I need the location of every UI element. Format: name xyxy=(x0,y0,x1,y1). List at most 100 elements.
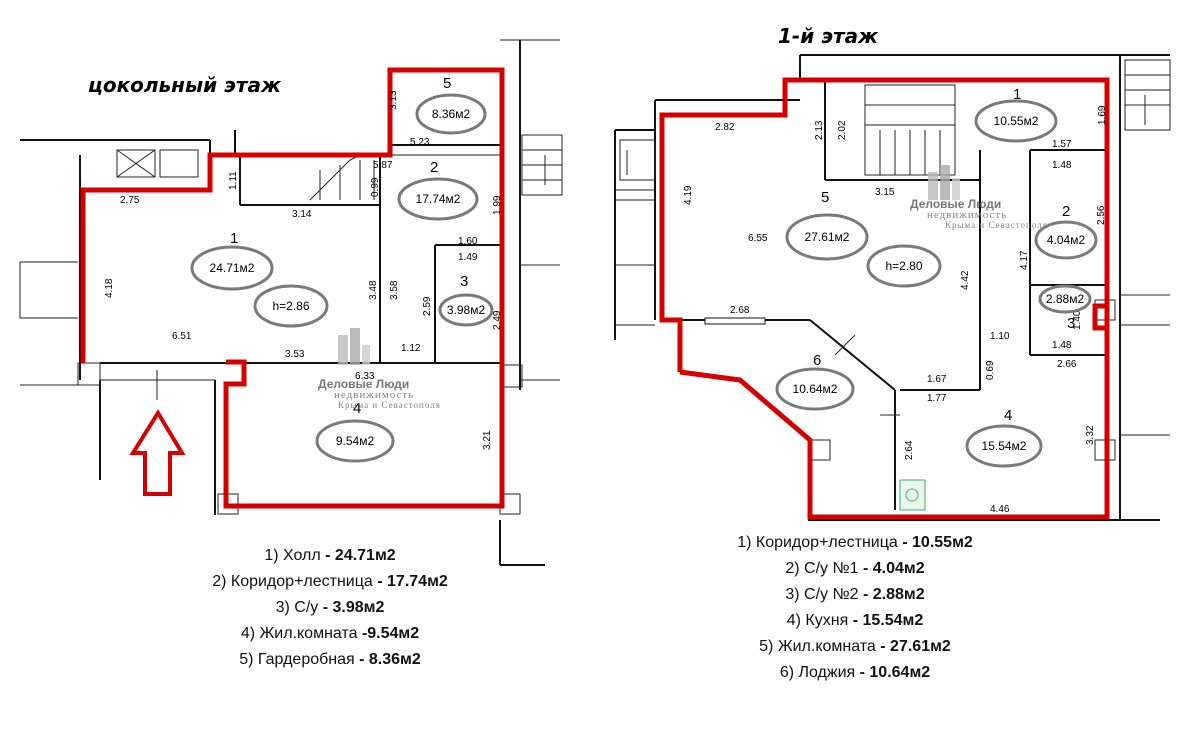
dim-label: 2.68 xyxy=(730,305,750,316)
right-room-2: 2 4.04м2 xyxy=(1034,203,1098,260)
svg-text:Деловые Люди: Деловые Люди xyxy=(318,377,409,391)
dim-label: 2.13 xyxy=(814,120,825,140)
right-plan-interior-walls xyxy=(665,80,1105,511)
dim-label: 2.64 xyxy=(904,440,915,460)
svg-text:Крыма и Севастополя: Крыма и Севастополя xyxy=(338,400,441,410)
legend-row: 1) Холл - 24.71м2 xyxy=(264,547,396,564)
room-area: 15.54м2 xyxy=(982,439,1027,453)
right-room-5: 5 27.61м2 h=2.80 xyxy=(785,189,942,288)
right-plan-context-walls xyxy=(614,54,1171,521)
left-room-4: 4 9.54м2 xyxy=(315,400,395,463)
room-area: 2.88м2 xyxy=(1046,292,1085,306)
dim-label: 3.21 xyxy=(482,430,493,450)
dim-label: 4.17 xyxy=(1019,250,1030,270)
dim-label: 1.10 xyxy=(990,331,1010,342)
room-area: 4.04м2 xyxy=(1047,233,1086,247)
left-plan-red-outline xyxy=(80,67,505,509)
dim-label: 4.19 xyxy=(683,185,694,205)
dim-label: 3.32 xyxy=(1085,425,1096,445)
dim-label: 0.69 xyxy=(985,360,996,380)
room-number: 1 xyxy=(230,230,238,247)
dim-label: 1.60 xyxy=(458,236,478,247)
left-room-1: 1 24.71м2 h=2.86 xyxy=(190,230,329,328)
right-room-3: 2.88м2 3 xyxy=(1038,284,1092,332)
dim-label: 1.48 xyxy=(1052,340,1072,351)
room-number: 3 xyxy=(1067,315,1075,332)
dim-label: 4.46 xyxy=(990,504,1010,515)
svg-text:недвижимость: недвижимость xyxy=(334,389,414,401)
room-area: 10.55м2 xyxy=(994,114,1039,128)
legend-row: 2) С/у №1 - 4.04м2 xyxy=(785,560,925,577)
right-plan-red-outline xyxy=(659,77,1110,520)
room-area: 10.64м2 xyxy=(793,382,838,396)
right-room-1: 1 10.55м2 xyxy=(974,86,1058,143)
room-number: 3 xyxy=(460,273,468,290)
room-number: 5 xyxy=(821,189,829,206)
dim-label: 1.40 xyxy=(1072,310,1083,330)
room-area: 17.74м2 xyxy=(416,192,461,206)
dim-label: 5.87 xyxy=(373,160,393,171)
svg-text:Крыма и Севастополя: Крыма и Севастополя xyxy=(945,220,1048,230)
dim-label: 1.12 xyxy=(401,343,421,354)
watermark-logo: Деловые Люди недвижимость Крыма и Севаст… xyxy=(910,165,1048,230)
dim-label: 1.67 xyxy=(927,374,947,385)
room-number: 2 xyxy=(430,159,438,176)
svg-text:Деловые Люди: Деловые Люди xyxy=(910,197,1001,211)
dim-label: 2.82 xyxy=(715,122,735,133)
legend-row: 5) Гардеробная - 8.36м2 xyxy=(239,651,421,668)
dim-label: 3.15 xyxy=(875,187,895,198)
dim-label: 2.56 xyxy=(1096,205,1107,225)
legend-row: 5) Жил.комната - 27.61м2 xyxy=(759,638,951,655)
dim-label: 2.59 xyxy=(422,296,433,316)
left-plan-interior-walls xyxy=(100,144,500,381)
room-number: 2 xyxy=(1062,203,1070,220)
right-room-6: 6 10.64м2 xyxy=(775,352,855,411)
dim-label: 3.48 xyxy=(368,280,379,300)
room-number: 6 xyxy=(813,352,821,369)
left-plan-dimensions: 2.75 1.11 5.87 0.99 3.14 5.23 3.13 1.99 … xyxy=(104,90,503,450)
room-area: 3.98м2 xyxy=(447,303,486,317)
ceiling-height: h=2.86 xyxy=(272,299,309,313)
dim-label: 4.42 xyxy=(960,270,971,290)
legend-row: 3) С/у - 3.98м2 xyxy=(275,599,385,616)
dim-label: 2.02 xyxy=(837,120,848,140)
dim-label: 1.49 xyxy=(458,252,478,263)
left-legend: 1) Холл - 24.71м2 2) Коридор+лестница - … xyxy=(160,543,500,673)
watermark-logo: Деловые Люди недвижимость Крыма и Севаст… xyxy=(318,328,441,410)
room-area: 27.61м2 xyxy=(805,230,850,244)
dim-label: 1.11 xyxy=(228,171,239,190)
dim-label: 3.58 xyxy=(389,280,400,300)
dim-label: 1.48 xyxy=(1052,160,1072,171)
svg-text:недвижимость: недвижимость xyxy=(927,209,1007,221)
legend-row: 6) Лоджия - 10.64м2 xyxy=(779,664,931,681)
left-room-5: 5 8.36м2 xyxy=(415,75,487,135)
room-area: 24.71м2 xyxy=(210,261,255,275)
left-room-3: 3 3.98м2 xyxy=(438,273,494,327)
dim-label: 1.77 xyxy=(927,393,947,404)
dim-label: 3.53 xyxy=(285,349,305,360)
dim-label: 2.49 xyxy=(492,310,503,330)
room-area: 8.36м2 xyxy=(432,107,471,121)
ceiling-height: h=2.80 xyxy=(885,259,922,273)
dim-label: 6.33 xyxy=(355,371,375,382)
dim-label: 2.75 xyxy=(120,195,140,206)
right-legend: 1) Коридор+лестница - 10.55м2 2) С/у №1 … xyxy=(690,530,1020,686)
right-plan-dimensions: 2.82 2.13 2.02 1.69 1.57 1.48 4.19 3.15 … xyxy=(683,105,1108,515)
dim-label: 3.14 xyxy=(292,209,312,220)
legend-row: 4) Жил.комната -9.54м2 xyxy=(240,625,420,642)
dim-label: 6.51 xyxy=(172,331,192,342)
legend-row: 1) Коридор+лестница - 10.55м2 xyxy=(737,534,973,551)
right-room-4: 4 15.54м2 xyxy=(965,407,1043,468)
dim-label: 3.13 xyxy=(388,90,399,110)
dim-label: 1.69 xyxy=(1097,105,1108,125)
room-area: 9.54м2 xyxy=(336,434,375,448)
room-number: 4 xyxy=(353,400,361,417)
dim-label: 4.18 xyxy=(104,278,115,298)
dim-label: 2.66 xyxy=(1057,359,1077,370)
dim-label: 5.23 xyxy=(410,137,430,148)
left-room-2: 2 17.74м2 xyxy=(397,159,479,221)
room-number: 4 xyxy=(1004,407,1012,424)
left-plan-title: цокольный этаж xyxy=(88,73,282,97)
legend-row: 3) С/у №2 - 2.88м2 xyxy=(785,586,925,603)
